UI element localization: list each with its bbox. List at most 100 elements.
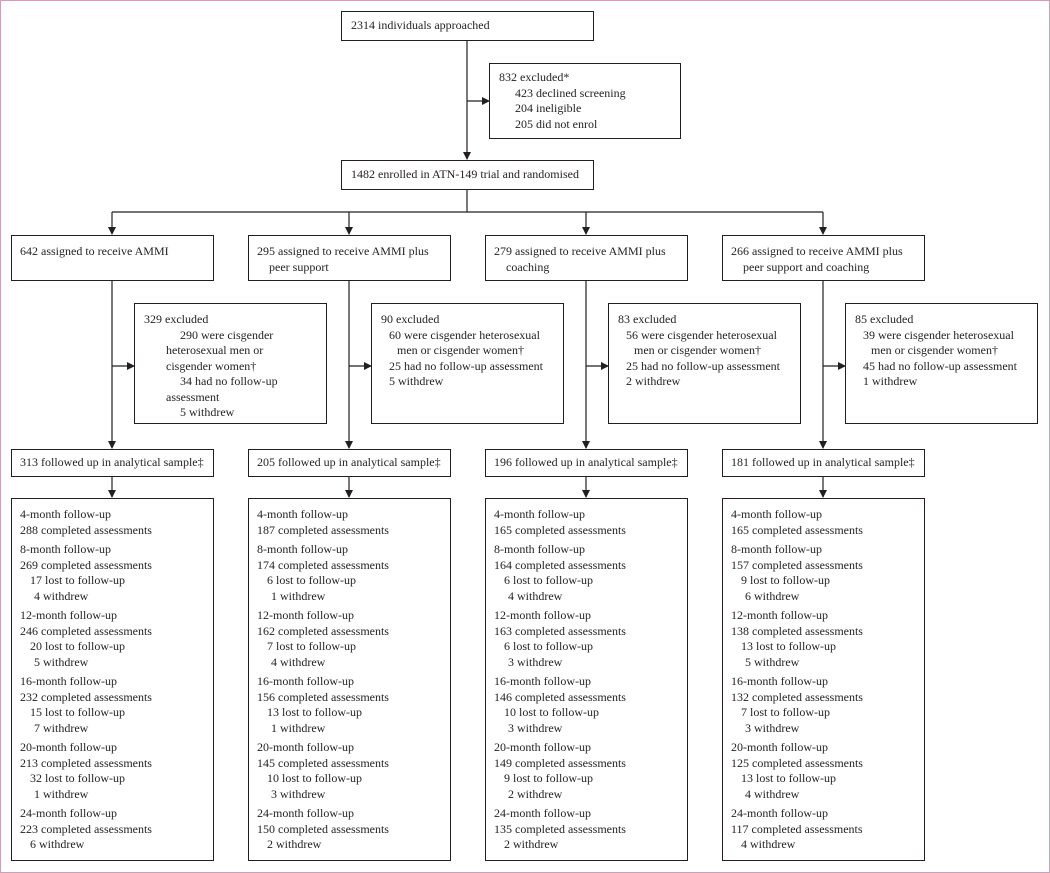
followup-withdrew: 6 withdrew (745, 588, 800, 603)
excluded-line: men or cisgender women† (871, 343, 998, 357)
followup-withdrew: 4 withdrew (745, 786, 800, 801)
followup-label: 20-month follow-up (494, 740, 591, 754)
excluded-title: 83 excluded (618, 312, 677, 326)
excluded-line: 34 had no follow-up (180, 374, 278, 388)
followup-completed: 138 completed assessments (731, 623, 863, 638)
assigned-text: 279 assigned to receive AMMI plus (494, 244, 666, 258)
followup-lost: 17 lost to follow-up (30, 573, 125, 587)
followup-completed: 145 completed assessments (257, 755, 389, 770)
followup-label: 20-month follow-up (731, 740, 828, 754)
followup-label: 4-month follow-up (257, 507, 348, 521)
followup-withdrew: 1 withdrew (271, 720, 326, 735)
followed-box-arm-4: 181 followed up in analytical sample‡ (722, 449, 925, 477)
followup-withdrew: 5 withdrew (34, 654, 89, 669)
followup-withdrew: 4 withdrew (271, 654, 326, 669)
followup-lost: 13 lost to follow-up (741, 639, 836, 653)
followed-box-arm-2: 205 followed up in analytical sample‡ (248, 449, 451, 477)
followup-label: 8-month follow-up (20, 542, 111, 556)
followup-label: 8-month follow-up (494, 542, 585, 556)
excluded-line: 56 were cisgender heterosexual (626, 327, 777, 342)
followup-completed: 163 completed assessments (494, 623, 626, 638)
followup-lost: 7 lost to follow-up (741, 705, 830, 719)
followup-withdrew: 2 withdrew (267, 837, 322, 851)
followup-withdrew: 2 withdrew (504, 837, 559, 851)
excluded-line: 25 had no follow-up assessment (389, 358, 543, 373)
excluded-line: 2 withdrew (626, 374, 681, 388)
assigned-text: 295 assigned to receive AMMI plus (257, 244, 429, 258)
followup-withdrew: 3 withdrew (271, 786, 326, 801)
excluded-line: 5 withdrew (180, 405, 235, 419)
followup-label: 16-month follow-up (494, 674, 591, 688)
followup-completed: 165 completed assessments (494, 522, 626, 537)
followup-completed: 187 completed assessments (257, 522, 389, 537)
followup-lost: 15 lost to follow-up (30, 705, 125, 719)
followup-withdrew: 4 withdrew (34, 588, 89, 603)
followup-withdrew: 4 withdrew (741, 837, 796, 851)
assigned-text: 266 assigned to receive AMMI plus (731, 244, 903, 258)
followup-label: 4-month follow-up (20, 507, 111, 521)
excluded-line: men or cisgender women† (397, 343, 524, 357)
followup-completed: 269 completed assessments (20, 557, 152, 572)
followup-completed: 174 completed assessments (257, 557, 389, 572)
excluded-line: 5 withdrew (389, 374, 444, 388)
excluded-title: 85 excluded (855, 312, 914, 326)
followup-label: 8-month follow-up (731, 542, 822, 556)
followup-lost: 32 lost to follow-up (30, 771, 125, 785)
followup-completed: 288 completed assessments (20, 522, 152, 537)
followup-label: 12-month follow-up (731, 608, 828, 622)
excluded-title: 329 excluded (144, 312, 209, 326)
followed-text: 313 followed up in analytical sample‡ (20, 455, 204, 469)
followup-completed: 132 completed assessments (731, 689, 863, 704)
followup-label: 24-month follow-up (494, 806, 591, 820)
enrolled-box: 1482 enrolled in ATN-149 trial and rando… (341, 160, 594, 190)
excluded-top-box: 832 excluded* 423 declined screening 204… (489, 63, 681, 139)
followed-text: 205 followed up in analytical sample‡ (257, 455, 441, 469)
excluded-line: cisgender women† (166, 358, 257, 373)
followup-label: 12-month follow-up (257, 608, 354, 622)
excluded-line: 60 were cisgender heterosexual (389, 327, 540, 342)
excluded-top-item: 423 declined screening (515, 85, 626, 100)
followup-completed: 156 completed assessments (257, 689, 389, 704)
followup-lost: 20 lost to follow-up (30, 639, 125, 653)
followup-label: 12-month follow-up (20, 608, 117, 622)
excluded-line: 1 withdrew (863, 374, 918, 388)
followup-lost: 13 lost to follow-up (267, 705, 362, 719)
followup-label: 16-month follow-up (20, 674, 117, 688)
followup-withdrew: 3 withdrew (508, 654, 563, 669)
followup-lost: 9 lost to follow-up (741, 573, 830, 587)
followup-completed: 165 completed assessments (731, 522, 863, 537)
followup-completed: 150 completed assessments (257, 821, 389, 836)
followup-completed: 149 completed assessments (494, 755, 626, 770)
excluded-line: 45 had no follow-up assessment (863, 358, 1017, 373)
followup-completed: 125 completed assessments (731, 755, 863, 770)
followed-text: 181 followed up in analytical sample‡ (731, 455, 915, 469)
excluded-line: 290 were cisgender (180, 327, 274, 342)
followup-label: 16-month follow-up (257, 674, 354, 688)
followup-completed: 223 completed assessments (20, 821, 152, 836)
followup-withdrew: 6 withdrew (30, 837, 85, 851)
followup-label: 24-month follow-up (20, 806, 117, 820)
followup-label: 8-month follow-up (257, 542, 348, 556)
excluded-line: heterosexual men or (166, 343, 264, 357)
followup-lost: 6 lost to follow-up (267, 573, 356, 587)
